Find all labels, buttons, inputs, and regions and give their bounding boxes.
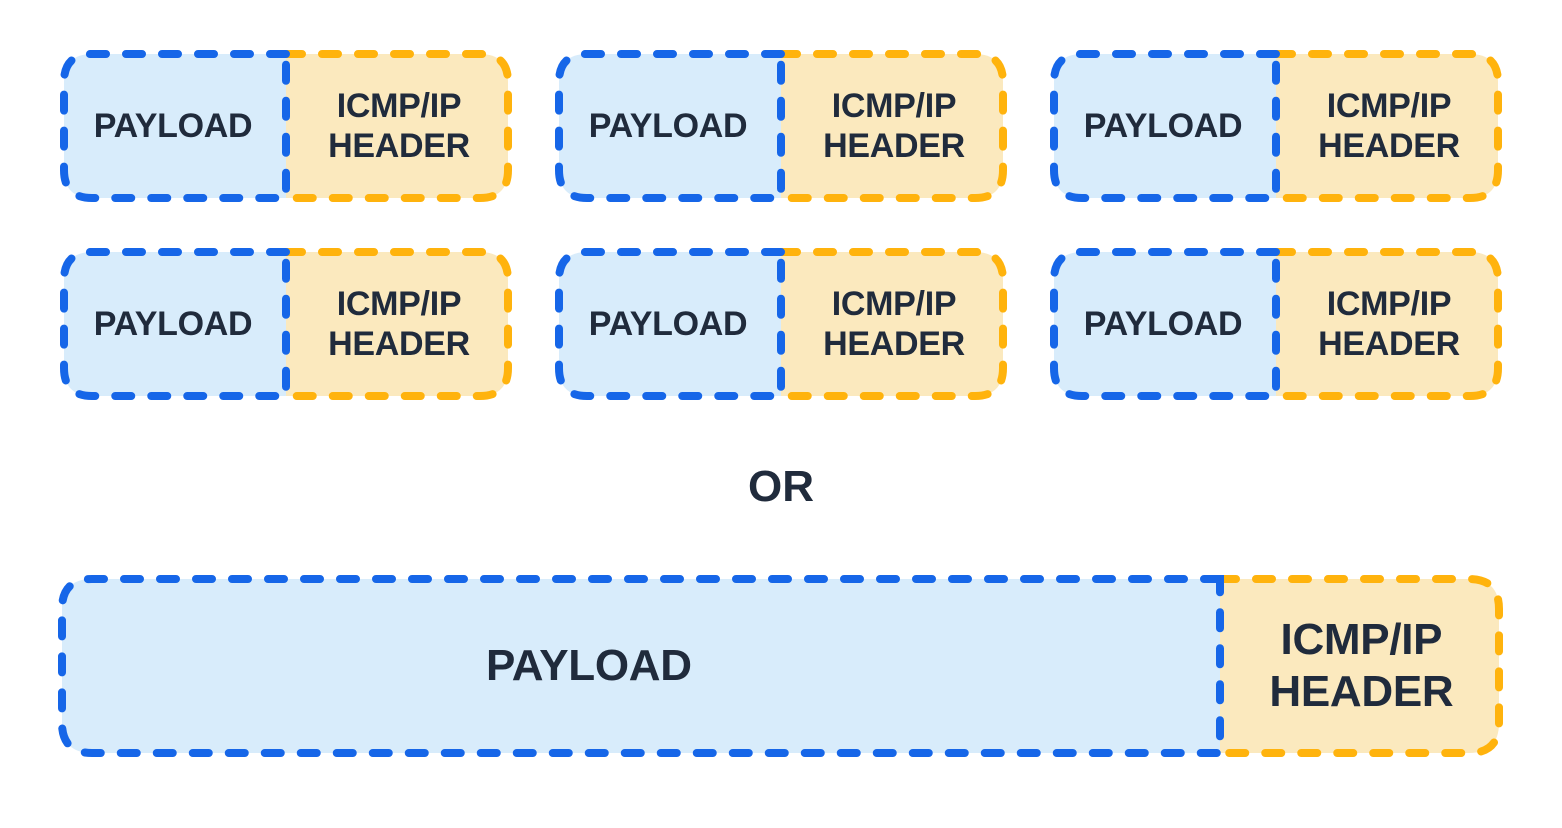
packet-outline bbox=[1050, 50, 1502, 202]
packet-fragment-2: PAYLOAD ICMP/IP HEADER bbox=[555, 50, 1007, 202]
icmp-ip-header-label: ICMP/IP HEADER bbox=[1318, 284, 1460, 363]
packet-outline bbox=[1050, 248, 1502, 400]
icmp-ip-header-label: ICMP/IP HEADER bbox=[1269, 615, 1454, 716]
packet-fragment-5: PAYLOAD ICMP/IP HEADER bbox=[555, 248, 1007, 400]
payload-label: PAYLOAD bbox=[486, 641, 692, 691]
icmp-ip-header-label: ICMP/IP HEADER bbox=[823, 284, 965, 363]
packet-outline bbox=[58, 575, 1503, 757]
icmp-ip-header-label: ICMP/IP HEADER bbox=[328, 86, 470, 165]
packet-single-large: PAYLOAD ICMP/IP HEADER bbox=[58, 575, 1503, 757]
icmp-ip-header-label: ICMP/IP HEADER bbox=[1318, 86, 1460, 165]
payload-label: PAYLOAD bbox=[1083, 304, 1243, 343]
payload-label: PAYLOAD bbox=[588, 304, 748, 343]
payload-label: PAYLOAD bbox=[93, 106, 253, 145]
payload-label: PAYLOAD bbox=[588, 106, 748, 145]
or-separator-label: OR bbox=[748, 462, 814, 511]
packet-outline bbox=[555, 248, 1007, 400]
payload-label: PAYLOAD bbox=[93, 304, 253, 343]
payload-label: PAYLOAD bbox=[1083, 106, 1243, 145]
packet-outline bbox=[60, 50, 512, 202]
packet-fragment-1: PAYLOAD ICMP/IP HEADER bbox=[60, 50, 512, 202]
packet-outline bbox=[60, 248, 512, 400]
packet-fragment-6: PAYLOAD ICMP/IP HEADER bbox=[1050, 248, 1502, 400]
packet-fragment-4: PAYLOAD ICMP/IP HEADER bbox=[60, 248, 512, 400]
icmp-ip-header-label: ICMP/IP HEADER bbox=[823, 86, 965, 165]
packet-fragment-3: PAYLOAD ICMP/IP HEADER bbox=[1050, 50, 1502, 202]
packet-outline bbox=[555, 50, 1007, 202]
icmp-ip-header-label: ICMP/IP HEADER bbox=[328, 284, 470, 363]
